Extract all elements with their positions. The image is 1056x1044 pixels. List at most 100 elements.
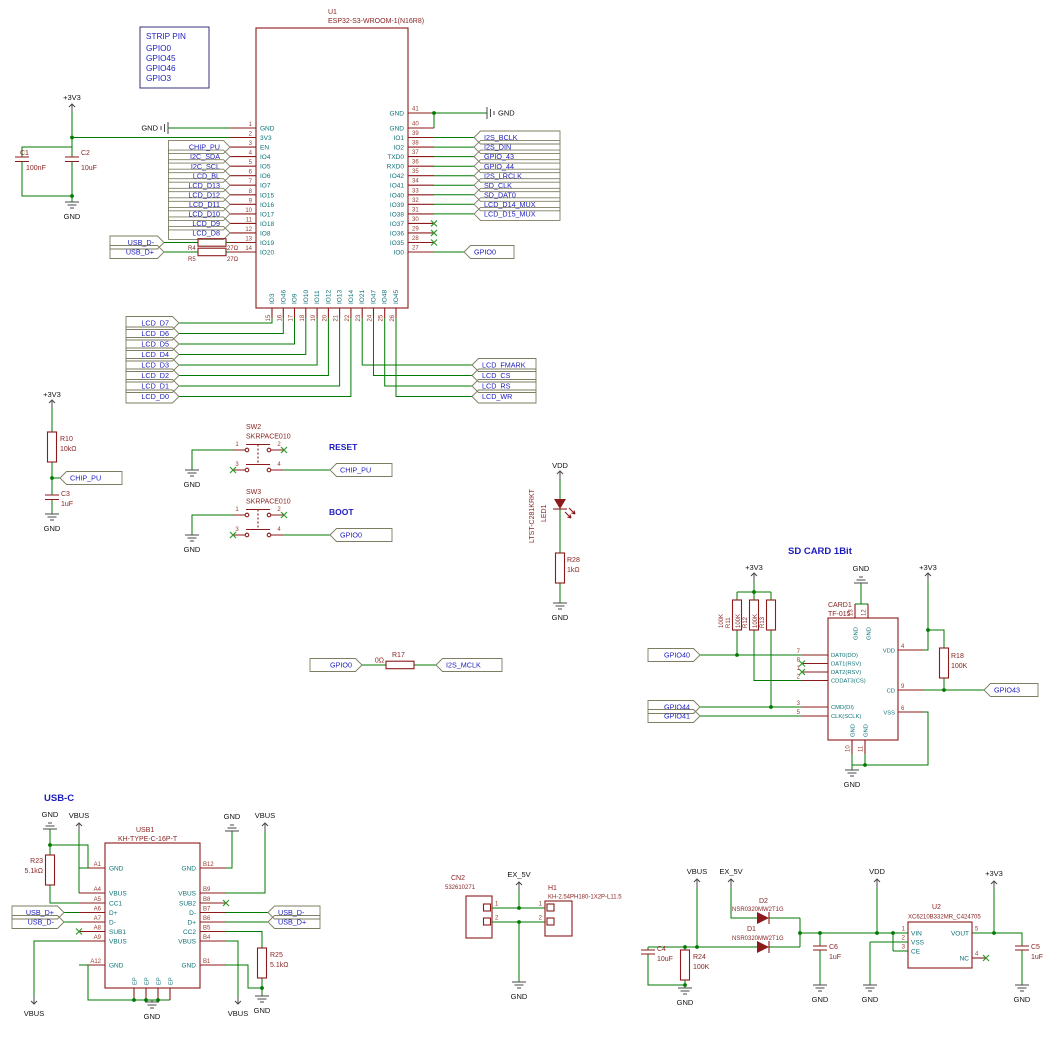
- nets-vbus: VBUS: [69, 811, 89, 820]
- labels-chip_pu: CHIP_PU: [70, 474, 101, 483]
- u1-left_pins-3-name: IO4: [260, 154, 271, 161]
- u1-left_pins-4-n: 5: [249, 160, 253, 166]
- junction-dots: [517, 906, 521, 910]
- u1-right_pins-4-name: TXD0: [387, 154, 404, 161]
- i2s-mclk-series-r17: [435, 658, 503, 672]
- nets-gnd: GND: [511, 992, 528, 1001]
- labels-usb_dp: USB_D+: [26, 908, 54, 917]
- u1-left_pins-6-name: IO7: [260, 183, 271, 190]
- u1-right_pins-7-name: IO41: [390, 183, 404, 190]
- components-led1-value: LTST-C281KRKT: [529, 488, 536, 543]
- gnd-symbol: [486, 106, 495, 120]
- nets-gnd: GND: [853, 564, 870, 573]
- ext-5v-connectors: [546, 917, 555, 926]
- gnd-symbol: [862, 984, 878, 992]
- components-d1-ref: D1: [747, 926, 756, 933]
- components-usb1-left_pins-5-name: SUB1: [109, 929, 126, 936]
- components-r4-value: 27Ω: [227, 246, 239, 252]
- lcd_left-3: LCD_D4: [141, 350, 169, 359]
- nets-gnd: GND: [552, 613, 569, 622]
- usb-c-section: [11, 915, 65, 929]
- left_labels-5: LCD_D12: [188, 190, 220, 199]
- u1-bottom_pins-4-name: IO11: [314, 290, 321, 304]
- components-card1-bottom_pins-0-name: GND: [851, 724, 857, 737]
- components-usb1-right_pins-2-name: SUB2: [179, 901, 196, 908]
- left_labels-3: LCD_BL: [193, 171, 220, 180]
- components-r4-ref: R4: [188, 246, 196, 252]
- components-card1-left_pins-0-name: DAT0(DO): [831, 653, 858, 659]
- components-c2-ref: C2: [81, 150, 90, 157]
- components-r12-value: 100K: [736, 614, 742, 628]
- u1-right_pins-12-n: 29: [412, 226, 419, 232]
- right_labels-1: I2S_DIN: [484, 143, 511, 152]
- u1-bottom_pins-3-name: IO10: [303, 290, 310, 304]
- components-usb1-left_pins-7-name: GND: [109, 963, 124, 970]
- gnd-symbol: [160, 121, 169, 135]
- c1-c2-plates: [15, 156, 79, 163]
- components-sw3-pins-0: 1: [235, 507, 239, 513]
- components-usb1-left_pins-6-n: A9: [94, 935, 102, 941]
- junction-dots: [891, 931, 895, 935]
- left_labels-7: LCD_D10: [188, 210, 220, 219]
- components-r24-ref: R24: [693, 954, 706, 961]
- nets-gnd: GND: [44, 524, 61, 533]
- components-cn2-pins-1: 2: [495, 916, 499, 922]
- lcd_left-7: LCD_D0: [141, 392, 169, 401]
- u1-left_pins-9-name: IO17: [260, 211, 274, 218]
- gnd-symbol: [184, 469, 200, 477]
- components-r18-ref: R18: [951, 653, 964, 660]
- nets-vdd: VDD: [869, 867, 885, 876]
- components-usb1-ep_pins-0: EP: [133, 977, 139, 985]
- u1-right-wiring: [473, 149, 561, 164]
- lcd-bus-wiring: [471, 389, 537, 404]
- nets-gnd: GND: [141, 124, 158, 133]
- ext-5v-connectors: [546, 903, 555, 912]
- gnd-symbol: [64, 201, 80, 209]
- components-card1-left_pins-2-n: 1: [797, 666, 801, 672]
- labels-usb_dm: USB_D-: [278, 908, 305, 917]
- c5-plates: [1015, 945, 1029, 951]
- junction-dots: [769, 705, 773, 709]
- junction-dots: [683, 945, 687, 949]
- components-sw3-value: SKRPACE010: [246, 499, 291, 506]
- u1-left_pins-10-n: 11: [246, 217, 253, 223]
- nets-gnd: GND: [677, 998, 694, 1007]
- labels-gpio40: GPIO40: [664, 651, 690, 660]
- components-card1-left_pins-4-name: CMD(DI): [831, 705, 854, 711]
- u1-right_pins-12-name: IO36: [390, 230, 404, 237]
- lcd_left-1: LCD_D6: [141, 329, 169, 338]
- vbus-symbol: [75, 822, 83, 832]
- lcd-bus-wiring: LCD_D7 LCD_D6 LCD_D5 LCD_D4 LCD_D3 LCD_D…: [125, 316, 537, 404]
- components-r11-ref: R11: [726, 617, 732, 628]
- u1-right_pins-3-name: IO2: [394, 145, 405, 152]
- wires: [33, 829, 268, 1002]
- nets-vbus: VBUS: [228, 1009, 248, 1018]
- components-card1-ref: CARD1: [828, 602, 852, 609]
- u1-left_pins-2-n: 3: [249, 141, 253, 147]
- lcd_right-0: LCD_FMARK: [482, 361, 526, 370]
- components-card1-right_pins-1-n: 9: [901, 684, 905, 690]
- u1-left_pins-13-name: IO20: [260, 250, 274, 257]
- components-r10-value: 10kΩ: [60, 446, 77, 453]
- sd-card-section: [983, 683, 1039, 697]
- u1-right-pin-stubs: [408, 112, 434, 253]
- u1-left_pins-9-n: 10: [245, 208, 252, 214]
- u1-right-wiring: [473, 178, 561, 193]
- u1-right-wiring: [473, 168, 561, 183]
- nets-p3v3: +3V3: [43, 390, 61, 399]
- usb-c-section: [267, 905, 321, 920]
- labels-i2s_mclk: I2S_MCLK: [446, 661, 481, 670]
- sd-card-section: SD CARD 1Bit +3V3 GND +3V3 100K R11 100K…: [647, 546, 1039, 789]
- d1-triangle: [757, 941, 769, 953]
- u1-bottom_pins-5-n: 20: [322, 314, 328, 321]
- u1-right-wiring: [473, 206, 561, 221]
- junction-dots: [926, 628, 930, 632]
- lcd_left-2: LCD_D5: [141, 340, 169, 349]
- strip_pin-items-0: GPIO0: [146, 44, 171, 53]
- left_labels-2: I2C_SCL: [191, 162, 220, 171]
- components-c4-value: 10uF: [657, 956, 673, 963]
- gnd-symbol: [853, 576, 869, 584]
- labels-gpio44: GPIO44: [664, 703, 690, 712]
- u1-value: ESP32-S3-WROOM-1(N16R8): [328, 18, 424, 25]
